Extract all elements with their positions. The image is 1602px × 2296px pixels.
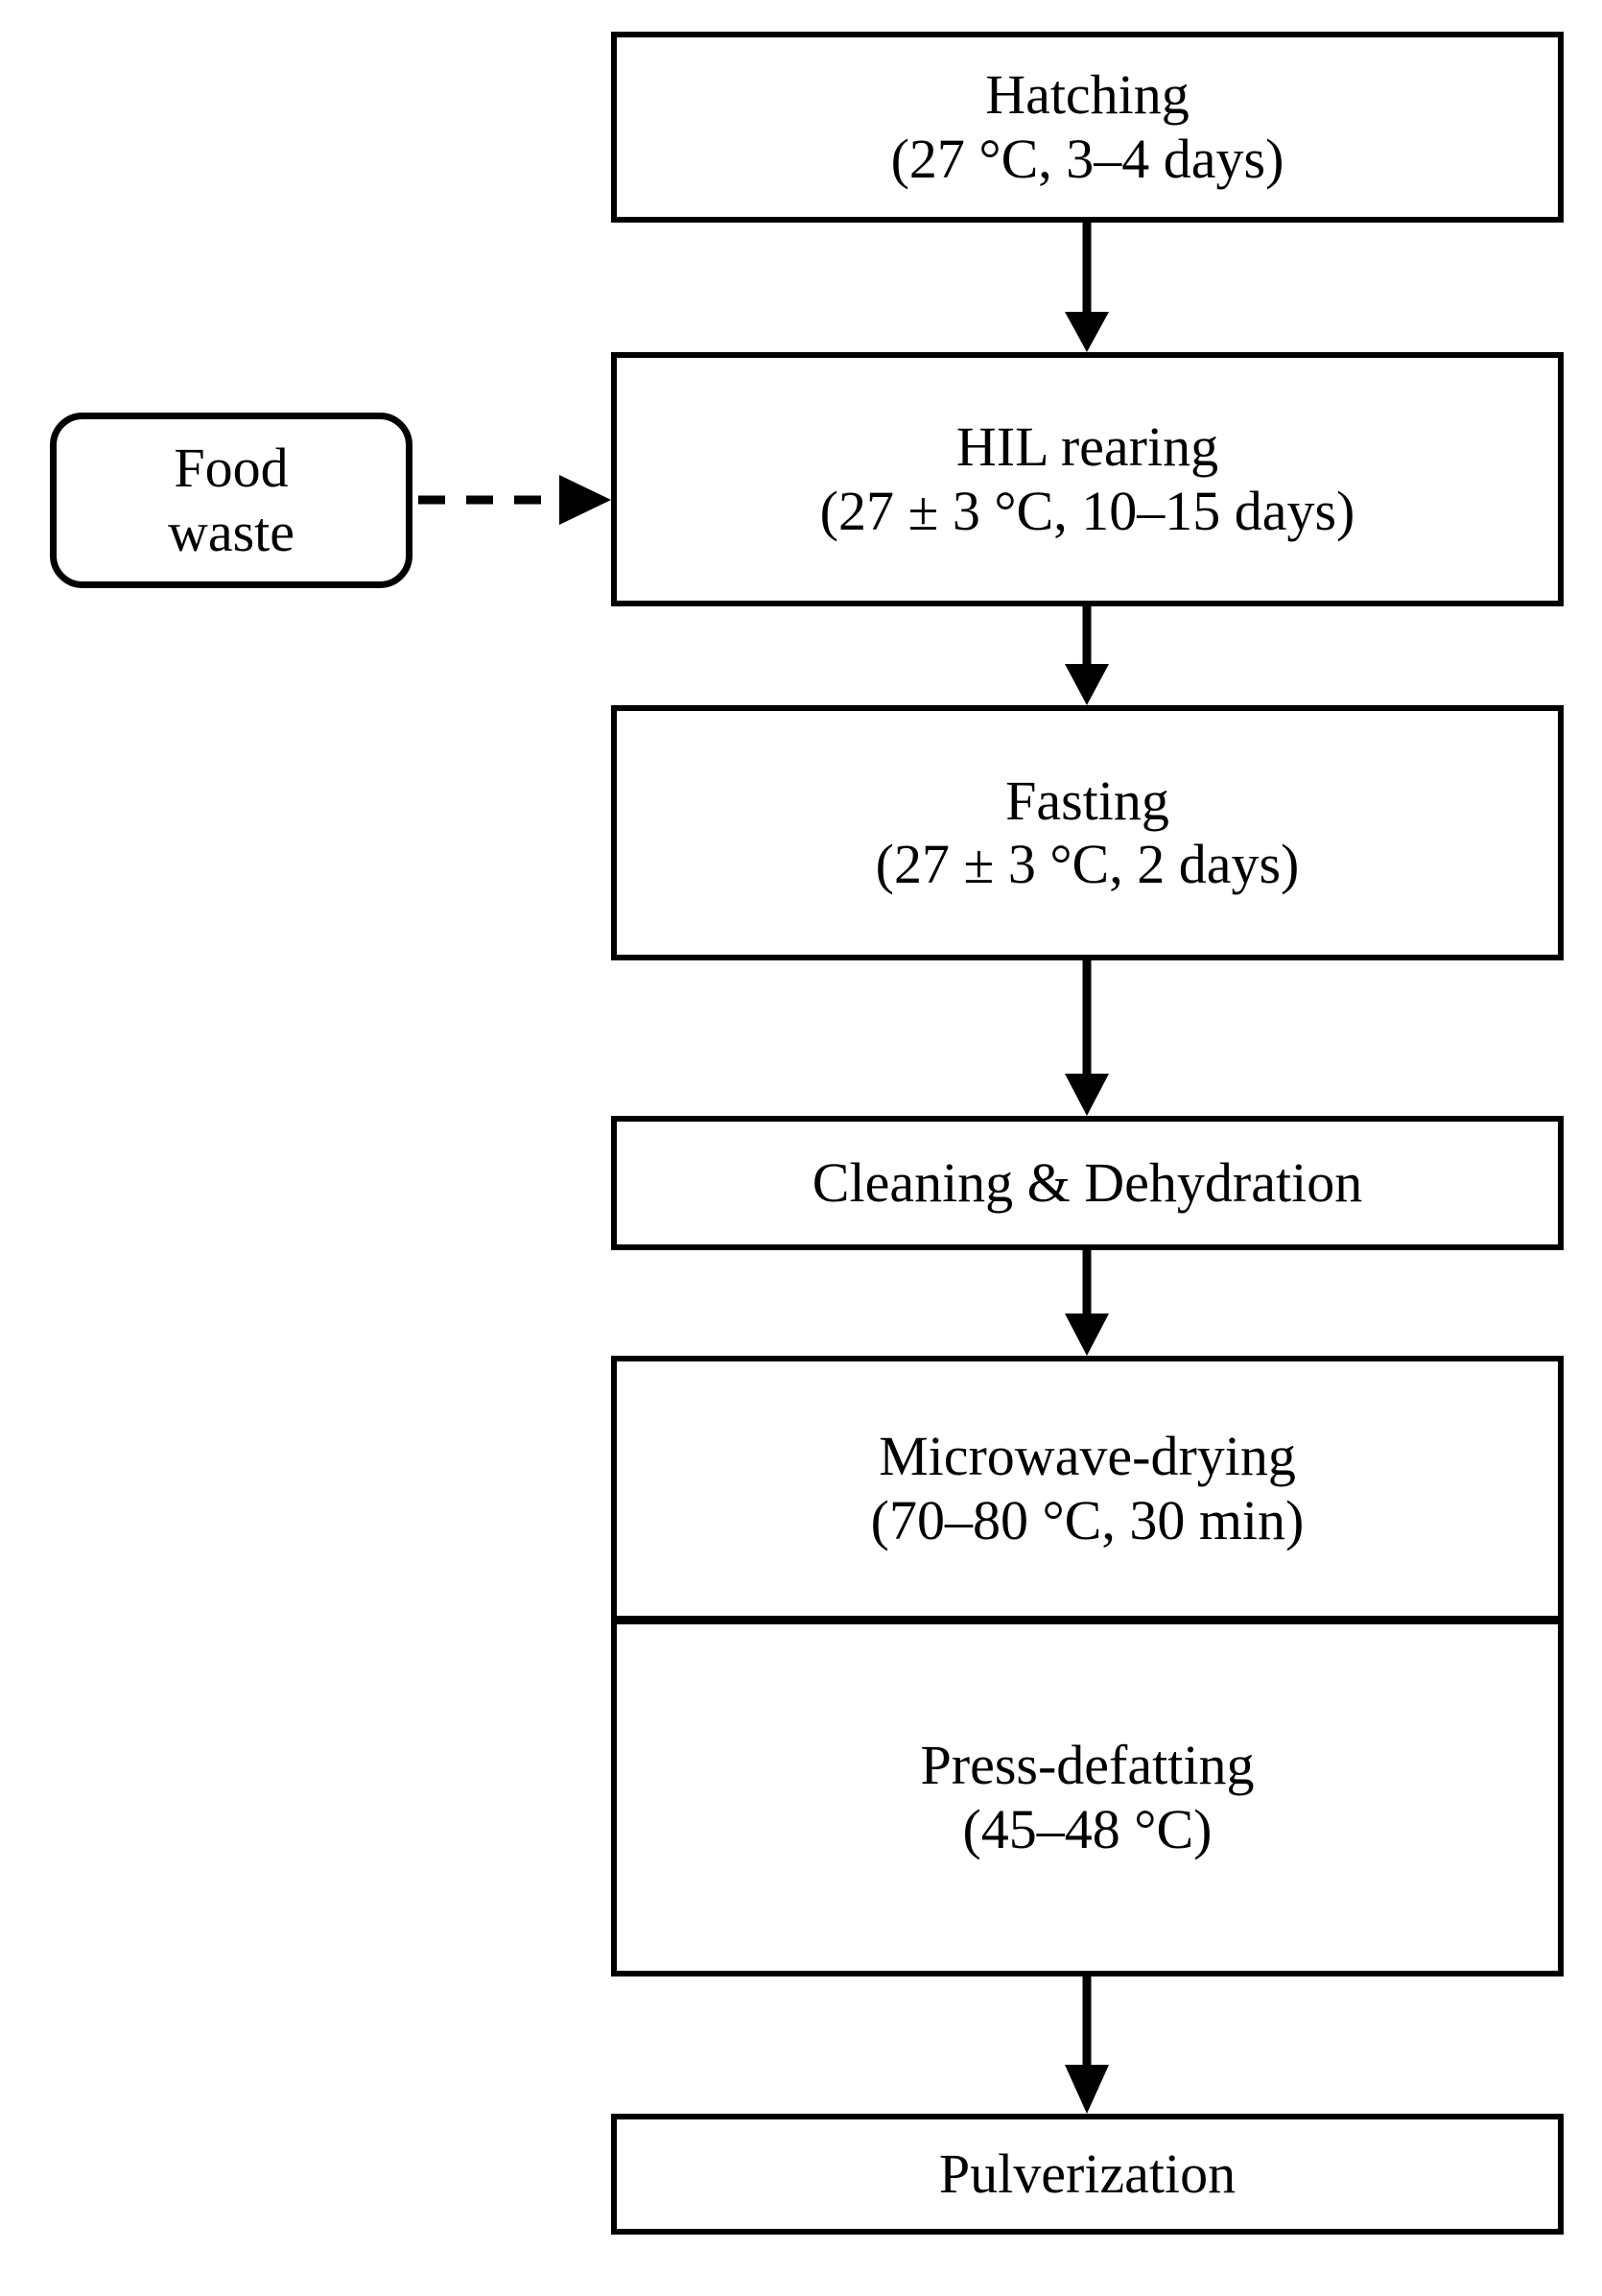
node-microwave-drying-line2: (70–80 °C, 30 min) [870, 1488, 1305, 1551]
edge-press-to-pulverization [1065, 1976, 1109, 2114]
node-microwave-drying-line1: Microwave-drying [879, 1425, 1296, 1488]
node-hatching[interactable]: Hatching (27 °C, 3–4 days) [611, 32, 1564, 223]
edge-cleaning-to-microwave [1065, 1250, 1109, 1356]
node-press-defatting-line2: (45–48 °C) [962, 1797, 1213, 1860]
node-food-waste[interactable]: Food waste [50, 413, 412, 588]
node-hil-rearing-line1: HIL rearing [955, 415, 1219, 479]
edge-foodwaste-to-hil [418, 475, 611, 525]
node-microwave-drying[interactable]: Microwave-drying (70–80 °C, 30 min) [611, 1356, 1564, 1621]
node-hil-rearing-line2: (27 ± 3 °C, 10–15 days) [819, 479, 1355, 542]
edge-hatching-to-hil [1065, 223, 1109, 352]
node-cleaning-dehydration-line1: Cleaning & Dehydration [812, 1150, 1363, 1214]
node-food-waste-line1: Food [174, 437, 289, 500]
node-pulverization-line1: Pulverization [938, 2142, 1237, 2205]
node-fasting[interactable]: Fasting (27 ± 3 °C, 2 days) [611, 705, 1564, 960]
node-hatching-line1: Hatching [985, 63, 1190, 127]
node-press-defatting[interactable]: Press-defatting (45–48 °C) [611, 1619, 1564, 1976]
node-food-waste-line2: waste [167, 500, 295, 563]
node-pulverization[interactable]: Pulverization [611, 2114, 1564, 2235]
node-cleaning-dehydration[interactable]: Cleaning & Dehydration [611, 1116, 1564, 1250]
node-press-defatting-line1: Press-defatting [920, 1734, 1255, 1797]
node-fasting-line1: Fasting [1005, 769, 1169, 832]
edge-fasting-to-cleaning [1065, 960, 1109, 1116]
edge-hil-to-fasting [1065, 606, 1109, 705]
node-fasting-line2: (27 ± 3 °C, 2 days) [875, 833, 1300, 895]
node-hatching-line2: (27 °C, 3–4 days) [890, 127, 1284, 190]
node-hil-rearing[interactable]: HIL rearing (27 ± 3 °C, 10–15 days) [611, 352, 1564, 606]
